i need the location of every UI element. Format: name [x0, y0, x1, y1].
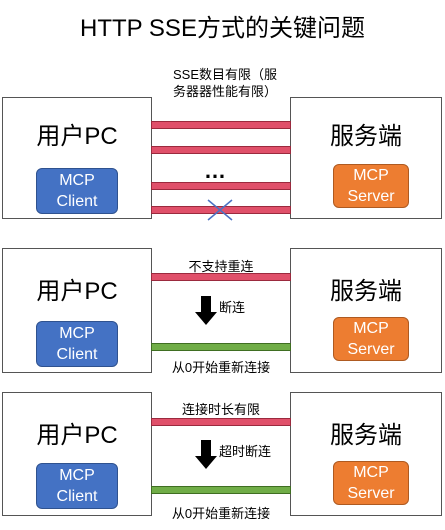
row3-arrow-label: 超时断连	[219, 444, 272, 459]
row2-reconnect-bar	[151, 343, 291, 351]
row3-mcp-client-chip: MCP Client	[36, 463, 118, 509]
row2-mcp-client-chip: MCP Client	[36, 321, 118, 367]
row3-chip-line2: Client	[56, 488, 98, 505]
row2-server-box: 服务端 MCP Server	[290, 248, 442, 373]
row1-mcp-client-chip: MCP Client	[36, 168, 118, 214]
row1-connection-bar-2	[151, 146, 291, 154]
down-arrow-icon	[195, 440, 217, 469]
row1-server-chip-line2: Server	[347, 188, 395, 205]
row1-client-title: 用户PC	[36, 123, 118, 150]
row2-mcp-server-chip: MCP Server	[333, 317, 409, 361]
diagram-title: HTTP SSE方式的关键问题	[80, 15, 365, 42]
row3-chip-line1: MCP	[59, 467, 95, 484]
row3-connection-bar	[151, 418, 291, 426]
row2-bottom-note: 从0开始重新连接	[171, 360, 271, 375]
row3-client-title: 用户PC	[36, 422, 118, 449]
row2-chip-line2: Client	[56, 346, 98, 363]
row2-client-box: 用户PC MCP Client	[2, 248, 152, 373]
row1-connection-bar-1	[151, 121, 291, 129]
row1-top-note-line1: SSE数目有限（服	[172, 67, 277, 82]
row1-top-note: SSE数目有限（服 务器器性能有限）	[155, 66, 295, 100]
row1-connection-bar-3	[151, 182, 291, 190]
row2-connection-bar	[151, 273, 291, 281]
row1-server-chip-line1: MCP	[353, 167, 389, 184]
row2-server-chip-line2: Server	[347, 341, 395, 358]
row1-server-title: 服务端	[330, 123, 402, 150]
row2-client-title: 用户PC	[36, 278, 118, 305]
row1-top-note-line2: 务器器性能有限）	[172, 84, 277, 99]
row3-top-note: 连接时长有限	[181, 402, 260, 417]
row3-client-box: 用户PC MCP Client	[2, 392, 152, 516]
row1-ellipsis: …	[204, 158, 228, 183]
row2-chip-line1: MCP	[59, 325, 95, 342]
row2-server-chip-line1: MCP	[353, 320, 389, 337]
row3-server-box: 服务端 MCP Server	[290, 392, 442, 516]
down-arrow-icon	[195, 296, 217, 325]
reject-x-icon	[207, 199, 233, 221]
row3-server-title: 服务端	[330, 422, 402, 449]
row2-top-note: 不支持重连	[188, 259, 254, 274]
row1-chip-line1: MCP	[59, 172, 95, 189]
row2-server-title: 服务端	[330, 278, 402, 305]
row3-mcp-server-chip: MCP Server	[333, 461, 409, 505]
row3-bottom-note: 从0开始重新连接	[171, 506, 271, 521]
row3-reconnect-bar	[151, 486, 291, 494]
row1-mcp-server-chip: MCP Server	[333, 164, 409, 208]
row1-client-box: 用户PC MCP Client	[2, 97, 152, 219]
row1-chip-line2: Client	[56, 193, 98, 210]
row3-server-chip-line1: MCP	[353, 464, 389, 481]
row1-server-box: 服务端 MCP Server	[290, 97, 442, 219]
row3-server-chip-line2: Server	[347, 485, 395, 502]
row2-arrow-label: 断连	[219, 300, 246, 315]
